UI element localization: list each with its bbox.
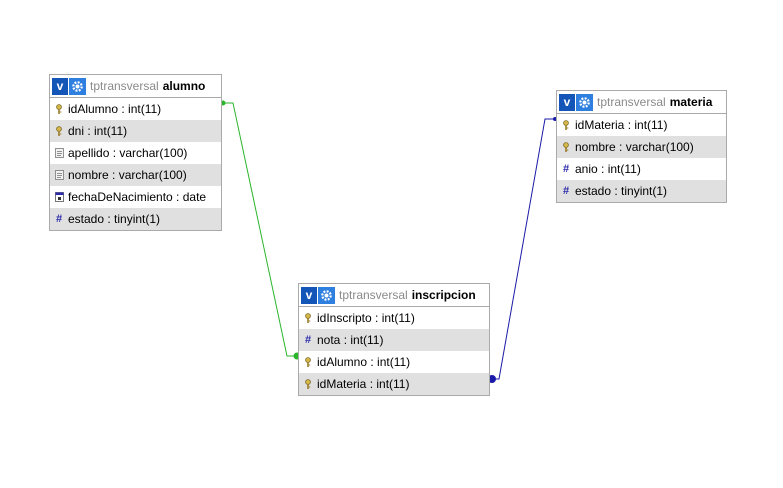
calendar-icon	[53, 191, 65, 203]
table-header-inscripcion[interactable]: v tptransversal inscripcion	[299, 284, 489, 307]
column-label: idAlumno : int(11)	[68, 102, 162, 116]
table-name: alumno	[162, 79, 206, 93]
relation-line-alumno-inscripcion	[221, 102, 297, 357]
column-row[interactable]: fechaDeNacimiento : date	[50, 186, 221, 208]
key-icon	[560, 119, 572, 131]
column-label: apellido : varchar(100)	[68, 146, 188, 160]
column-row[interactable]: idAlumno : int(11)	[50, 98, 221, 120]
schema-name: tptransversal	[339, 288, 408, 302]
v-toggle-button[interactable]: v	[301, 286, 317, 304]
column-list: idMateria : int(11) nombre : varchar(100)…	[557, 114, 726, 202]
column-label: nombre : varchar(100)	[575, 140, 694, 154]
column-label: dni : int(11)	[68, 124, 128, 138]
column-row[interactable]: idMateria : int(11)	[299, 373, 489, 395]
column-row[interactable]: idInscripto : int(11)	[299, 307, 489, 329]
column-row[interactable]: idMateria : int(11)	[557, 114, 726, 136]
table-header-alumno[interactable]: v tptransversal alumno	[50, 75, 221, 98]
column-list: idAlumno : int(11) dni : int(11) apellido …	[50, 98, 221, 230]
column-row[interactable]: # estado : tinyint(1)	[557, 180, 726, 202]
relation-line-materia-inscripcion	[491, 118, 557, 380]
key-icon	[560, 141, 572, 153]
table-materia[interactable]: v tptransversal materia idMateria : int(…	[556, 90, 727, 203]
column-row[interactable]: nombre : varchar(100)	[50, 164, 221, 186]
column-row[interactable]: # estado : tinyint(1)	[50, 208, 221, 230]
column-label: idMateria : int(11)	[317, 377, 410, 391]
column-row[interactable]: dni : int(11)	[50, 120, 221, 142]
hash-icon: #	[55, 212, 63, 225]
column-label: fechaDeNacimiento : date	[68, 190, 207, 204]
column-label: nota : int(11)	[317, 333, 384, 347]
schema-name: tptransversal	[90, 79, 159, 93]
key-icon	[53, 125, 65, 137]
column-row[interactable]: nombre : varchar(100)	[557, 136, 726, 158]
column-label: estado : tinyint(1)	[575, 184, 668, 198]
text-icon	[53, 147, 65, 159]
hash-icon: #	[562, 162, 570, 175]
column-row[interactable]: apellido : varchar(100)	[50, 142, 221, 164]
schema-name: tptransversal	[597, 95, 666, 109]
text-icon	[53, 169, 65, 181]
gear-icon[interactable]	[69, 77, 86, 95]
v-toggle-button[interactable]: v	[52, 77, 68, 95]
v-toggle-button[interactable]: v	[559, 93, 575, 111]
column-list: idInscripto : int(11) # nota : int(11) idAl…	[299, 307, 489, 395]
column-row[interactable]: idAlumno : int(11)	[299, 351, 489, 373]
gear-icon[interactable]	[576, 93, 593, 111]
table-name: materia	[669, 95, 713, 109]
table-alumno[interactable]: v tptransversal alumno idAlumno : int(11…	[49, 74, 222, 231]
table-name: inscripcion	[411, 288, 476, 302]
hash-icon: #	[562, 184, 570, 197]
key-icon	[302, 356, 314, 368]
column-label: idAlumno : int(11)	[317, 355, 411, 369]
column-row[interactable]: # nota : int(11)	[299, 329, 489, 351]
hash-icon: #	[304, 333, 312, 346]
column-label: anio : int(11)	[575, 162, 641, 176]
column-label: idMateria : int(11)	[575, 118, 668, 132]
gear-icon[interactable]	[318, 286, 335, 304]
column-label: nombre : varchar(100)	[68, 168, 187, 182]
key-icon	[53, 103, 65, 115]
column-label: idInscripto : int(11)	[317, 311, 415, 325]
column-label: estado : tinyint(1)	[68, 212, 161, 226]
relation-endpoint-inscripcion-idmateria	[488, 375, 496, 383]
table-inscripcion[interactable]: v tptransversal inscripcion idInscripto …	[298, 283, 490, 396]
key-icon	[302, 378, 314, 390]
column-row[interactable]: # anio : int(11)	[557, 158, 726, 180]
table-header-materia[interactable]: v tptransversal materia	[557, 91, 726, 114]
key-icon	[302, 312, 314, 324]
